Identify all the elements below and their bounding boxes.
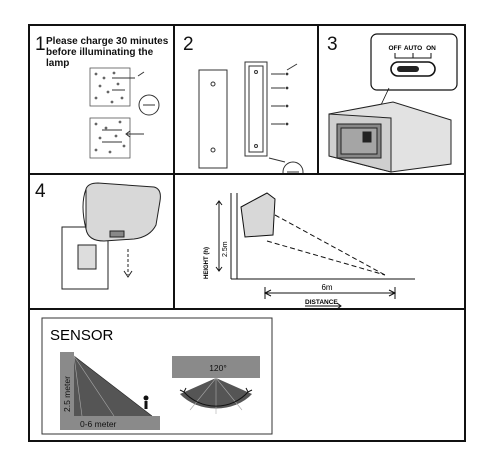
- sensor-title: SENSOR: [50, 327, 114, 344]
- height-distance-diagram: HEIGHT (h) 2.5m 6m DISTANCE: [204, 192, 415, 308]
- switch-label-auto: AUTO: [404, 45, 422, 52]
- distance-value: 6m: [321, 283, 332, 292]
- row-divider-2: [30, 308, 464, 310]
- sensor-panel: SENSOR 2.5 meter 0-6 meter 120°: [30, 310, 464, 440]
- step-4-panel: 4: [30, 175, 173, 308]
- step-1-number: 1: [35, 34, 46, 55]
- step-3-panel: 3 OFF AUTO ON: [319, 26, 464, 173]
- switch-label-on: ON: [426, 45, 436, 52]
- distance-axis-label: DISTANCE: [305, 299, 338, 306]
- step-1-instruction: Please charge 30 minutes before illumina…: [46, 36, 169, 69]
- sensor-height: 2.5 meter: [62, 376, 72, 412]
- height-value: 2.5m: [222, 241, 229, 257]
- bracket-mounting-illustration: [198, 61, 304, 173]
- step-1-panel: 1 Please charge 30 minutes before illumi…: [30, 26, 173, 173]
- col-divider-1: [173, 26, 175, 308]
- step-3-number: 3: [327, 34, 338, 55]
- lamp-install-illustration: [61, 182, 161, 290]
- col-divider-2: [317, 26, 319, 173]
- step-2-panel: 2: [175, 26, 317, 173]
- switch-label-off: OFF: [389, 45, 402, 52]
- sensor-angle: 120°: [209, 363, 227, 373]
- instruction-sheet: 1 Please charge 30 minutes before illumi…: [28, 24, 466, 442]
- sensor-range: 0-6 meter: [80, 419, 117, 429]
- step-2-number: 2: [183, 34, 194, 55]
- height-distance-panel: HEIGHT (h) 2.5m 6m DISTANCE: [175, 175, 464, 308]
- row-divider-1: [30, 173, 464, 175]
- step-4-number: 4: [35, 181, 46, 202]
- switch-setting-illustration: OFF AUTO ON: [328, 33, 458, 173]
- sensor-range-diagram: SENSOR 2.5 meter 0-6 meter 120°: [41, 317, 273, 435]
- wall-drilling-illustration: [89, 67, 160, 159]
- height-axis-label: HEIGHT (h): [204, 247, 210, 279]
